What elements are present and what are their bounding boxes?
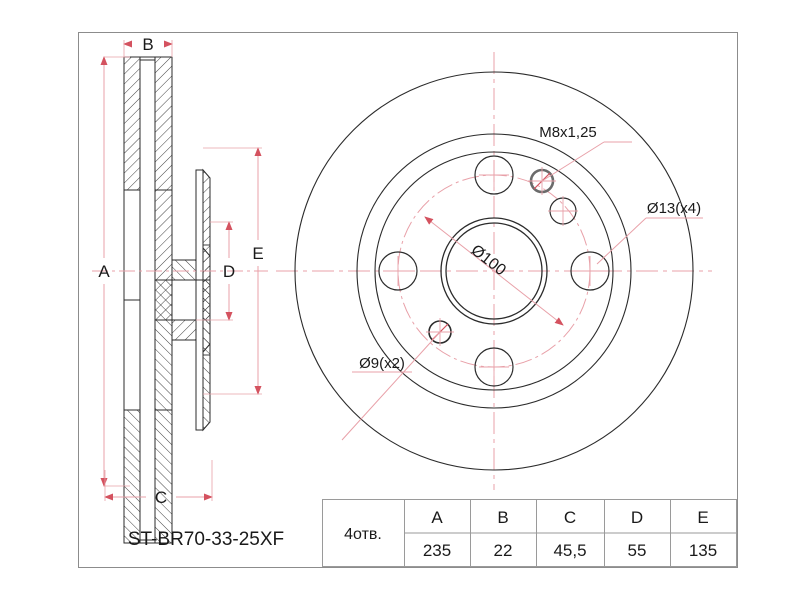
spec-table-value-B: 22 [494,541,513,560]
spec-table-value-E: 135 [689,541,717,560]
spec-table-value-D: 55 [628,541,647,560]
disc-friction-inner-circle [356,133,632,409]
lug-hole-group [378,155,610,387]
spec-table-header-A: A [431,508,443,527]
callout-label-d13: Ø13(x4) [647,200,701,217]
spec-table-value-A: 235 [423,541,451,560]
spec-table-header-B: B [497,508,508,527]
section-profile-upper [123,56,197,341]
callout-d9: Ø9(x2) [341,331,441,441]
callout-label-m8: M8x1,25 [539,124,597,141]
dimension-label-B: B [142,35,153,54]
callout-m8: M8x1,25 [539,124,632,182]
callout-d13: Ø13(x4) [596,200,703,265]
disc-outer-circle [294,71,694,471]
face-view: Ø100 M8x1,25 Ø13(x4) Ø9(x2) [276,52,712,490]
dimension-E: E [203,147,264,395]
callout-label-d9: Ø9(x2) [359,355,405,372]
dimension-A: A [98,56,130,487]
spec-table-header-E: E [697,508,708,527]
dimension-label-E: E [252,244,263,263]
lug-hole-top [474,155,514,195]
dimension-label-D: D [223,262,235,281]
lug-hole-left [378,251,418,291]
spec-table-header-C: C [564,508,576,527]
lug-hole-bottom [474,347,514,387]
spec-table: 4отв. A B C D E 235 22 45,5 55 135 [322,499,737,567]
drawing-frame [78,32,738,568]
spec-table-header-D: D [631,508,643,527]
spec-table-row-header: 4отв. [344,526,382,543]
section-profile-lower [123,259,211,544]
dimension-D: D [196,221,235,321]
disc-hat-outer-circle [374,151,614,391]
dimension-label-C: C [155,488,167,507]
cross-section-view: A B C [92,35,268,544]
dimension-C: C [104,460,213,507]
dimension-label-A: A [98,262,110,281]
part-number-label: ST-BR70-33-25XF [128,529,284,550]
dimension-B: B [123,35,173,57]
lug-hole-right [570,251,610,291]
spec-table-value-C: 45,5 [553,541,586,560]
